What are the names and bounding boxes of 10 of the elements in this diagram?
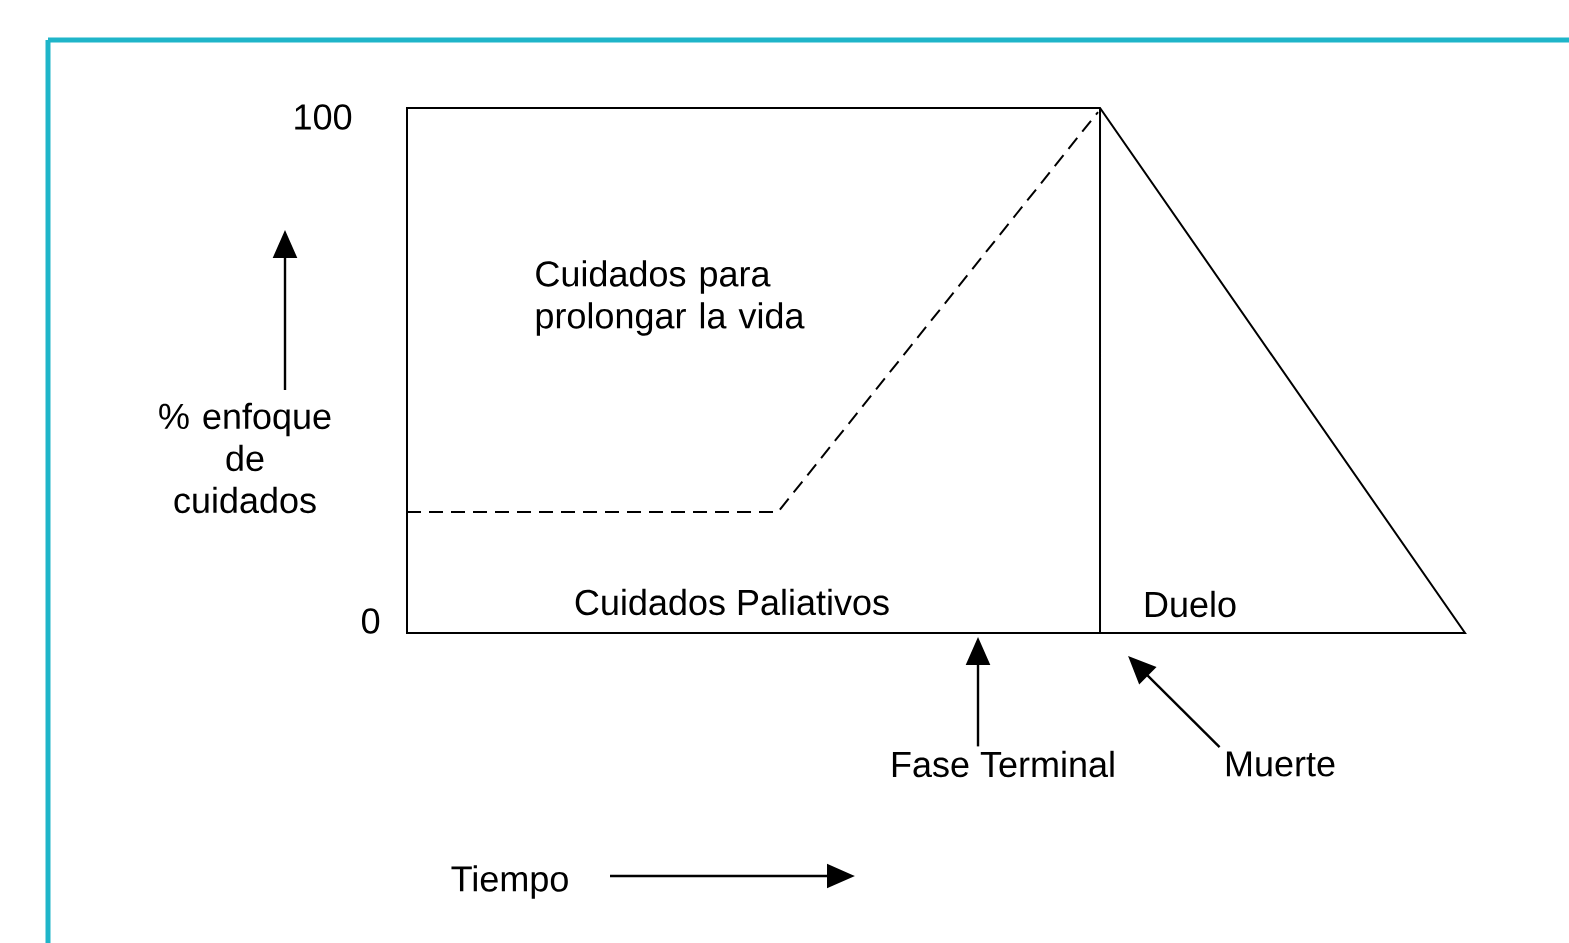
region-label: Cuidados para prolongar la vida xyxy=(536,260,805,336)
axis-title: Tiempo xyxy=(451,865,568,899)
region-label: Duelo xyxy=(1145,590,1236,618)
tick-label: 0 xyxy=(362,608,380,634)
axis-title: % enfoque de cuidados xyxy=(159,402,331,514)
region-label: Cuidados Paliativos xyxy=(575,588,889,616)
tick-label: 100 xyxy=(295,104,352,130)
annotation-text: Fase Terminal xyxy=(892,750,1114,778)
annotation-text: Muerte xyxy=(1226,751,1335,777)
leader-arrow xyxy=(1128,656,1221,748)
